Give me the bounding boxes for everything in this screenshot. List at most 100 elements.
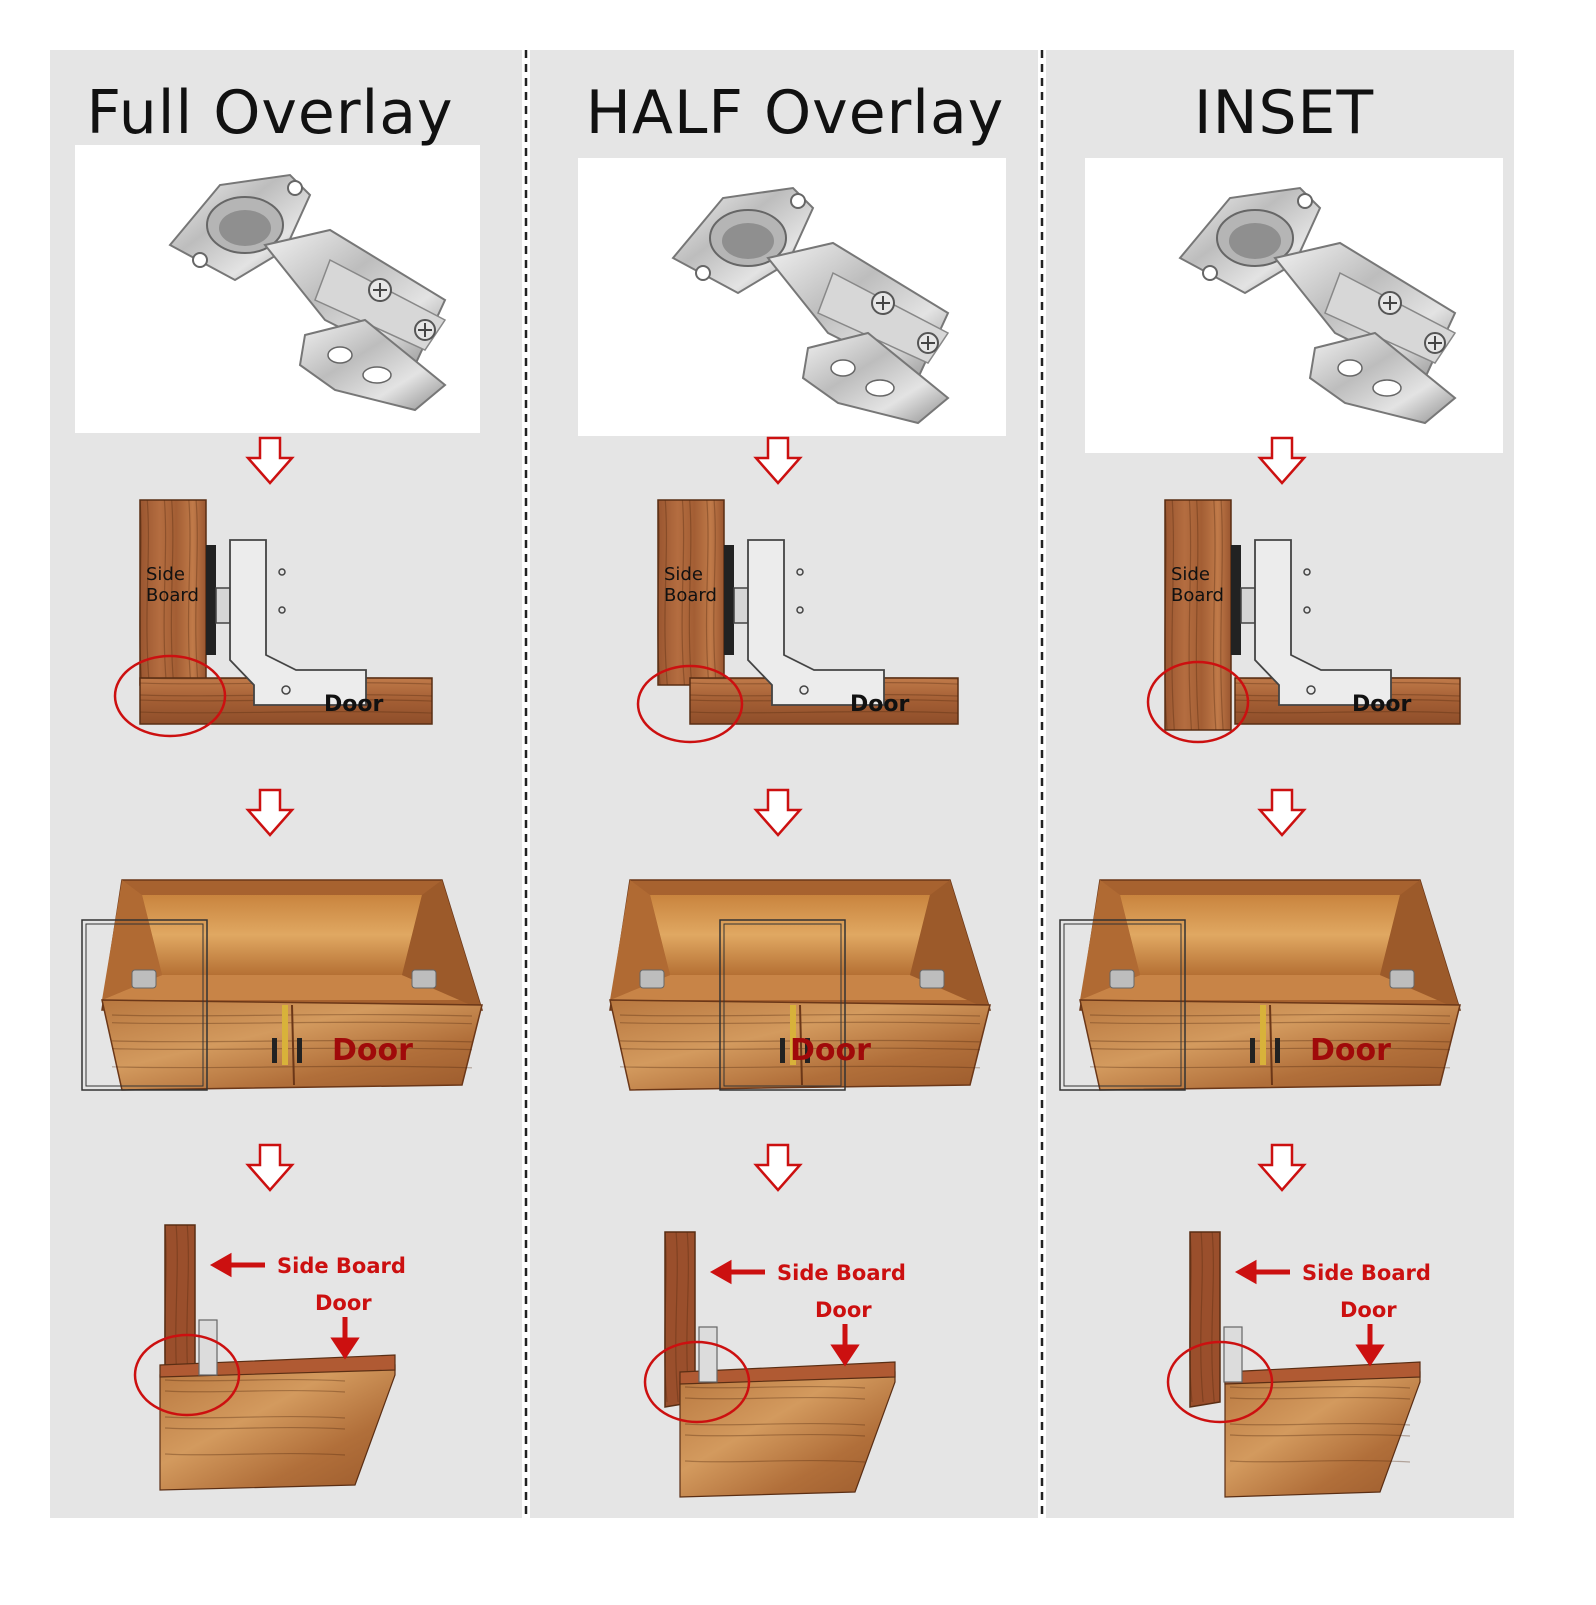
wood-grain	[684, 1459, 866, 1463]
door-outline	[85, 923, 204, 1087]
screw-hole	[1297, 193, 1313, 209]
hinge-arm-top	[1324, 271, 1457, 364]
cabinet-floor	[1080, 975, 1440, 1000]
down-arrow-icon	[1257, 788, 1307, 837]
wood-grain	[1229, 1433, 1411, 1437]
wood-grain	[1089, 1047, 1451, 1051]
wood-grain	[681, 499, 686, 686]
hinge-detail	[1303, 606, 1311, 614]
base-hole	[1372, 379, 1402, 397]
down-arrow-icon	[1257, 436, 1307, 485]
hinge-mount-plate	[1231, 545, 1241, 655]
wood-grain	[1229, 1385, 1411, 1389]
cabinet-back	[1120, 895, 1400, 975]
side-board	[1164, 499, 1232, 731]
wood-grain	[1229, 1459, 1411, 1463]
wood-grain	[111, 1013, 473, 1017]
left-arrow-icon	[209, 1252, 265, 1278]
base-hole	[1337, 359, 1363, 377]
down-arrow-icon	[245, 788, 295, 837]
side-board-label: Side	[1171, 564, 1210, 585]
down-arrow-icon	[830, 1324, 860, 1367]
door-split	[1269, 1004, 1273, 1086]
wood-grain	[1195, 499, 1200, 731]
down-arrow-icon	[1355, 1324, 1385, 1367]
wood-grain	[684, 1396, 866, 1400]
door-label: Door	[850, 692, 909, 717]
door-handle	[297, 1038, 302, 1063]
down-arrow-icon	[753, 436, 803, 485]
wood-grain	[689, 711, 959, 714]
hinge-detail	[796, 568, 804, 576]
hinge-arm-top	[314, 258, 447, 351]
wood-grain	[1188, 499, 1193, 731]
hinge-icon	[131, 969, 157, 989]
hinge-mount-plate	[724, 545, 734, 655]
wood-grain	[139, 711, 433, 714]
door-split	[291, 1004, 295, 1086]
base-hole	[327, 346, 353, 364]
screw-hole	[192, 252, 208, 268]
hinge-detail	[796, 606, 804, 614]
wood-grain	[1089, 1013, 1451, 1017]
hinge-icon	[1178, 186, 1457, 425]
left-arrow-icon	[709, 1259, 765, 1285]
wood-grain	[675, 1231, 679, 1403]
door-arrow-label: Door	[1340, 1298, 1397, 1322]
wood-grain	[664, 499, 668, 686]
cabinet-floor	[610, 975, 970, 1000]
side-board-arrow-label: Side Board	[1302, 1261, 1431, 1285]
hinge-detail	[278, 606, 286, 614]
base-hole	[362, 366, 392, 384]
door-handle	[1275, 1038, 1280, 1063]
wood-grain	[619, 1047, 981, 1051]
door-handle	[790, 1005, 796, 1065]
wood-grain	[111, 1021, 473, 1025]
wood-grain	[164, 1426, 346, 1430]
door-arrow-label: Door	[815, 1298, 872, 1322]
down-arrow-icon	[330, 1317, 360, 1360]
hinge-icon	[198, 1319, 218, 1376]
cabinet-door-label: Door	[790, 1033, 871, 1068]
hinge-base	[298, 318, 447, 412]
side-board	[657, 499, 725, 686]
wood-grain	[1229, 1422, 1411, 1426]
hinge-block	[733, 587, 749, 624]
cabinet-back	[650, 895, 930, 975]
screw-hole	[790, 193, 806, 209]
wood-grain	[1089, 1021, 1451, 1025]
hinge-arm-outline	[229, 539, 367, 706]
wood-grain	[111, 1039, 473, 1043]
wood-grain	[713, 499, 717, 686]
wood-grain	[1212, 499, 1217, 731]
wood-grain	[139, 499, 143, 686]
down-arrow-icon	[245, 1143, 295, 1192]
door-handle	[1250, 1038, 1255, 1063]
hinge-detail	[278, 568, 286, 576]
screw-hole	[695, 265, 711, 281]
down-arrow-icon	[753, 788, 803, 837]
highlight-circle-icon	[636, 664, 744, 744]
hinge-arm-outline	[747, 539, 885, 706]
wood-grain	[164, 1389, 346, 1393]
door-outline	[1059, 919, 1186, 1091]
wood-grain	[1189, 1231, 1193, 1403]
door-outline	[1063, 923, 1182, 1087]
wood-grain	[619, 1065, 981, 1069]
door-handle	[272, 1038, 277, 1063]
column-title-inset: INSET	[1193, 78, 1375, 148]
left-arrow-icon	[1234, 1259, 1290, 1285]
wood-grain	[1220, 499, 1224, 731]
down-arrow-icon	[245, 436, 295, 485]
hinge-block	[215, 587, 231, 624]
door-handle	[805, 1038, 810, 1063]
wood-grain	[619, 1039, 981, 1043]
door-handle	[780, 1038, 785, 1063]
door-label: Door	[1352, 692, 1411, 717]
wood-grain	[619, 1021, 981, 1025]
wood-grain	[705, 499, 710, 686]
hinge-icon	[411, 969, 437, 989]
wood-grain	[1089, 1065, 1451, 1069]
